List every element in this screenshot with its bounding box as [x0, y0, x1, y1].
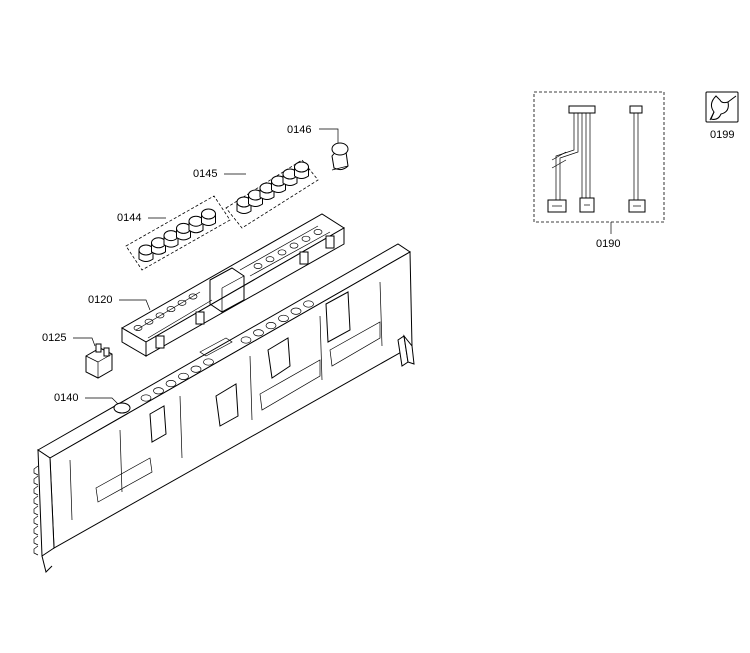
- label-0190: 0190: [596, 222, 620, 250]
- label-0146: 0146: [287, 124, 339, 143]
- slot-0120: [155, 312, 165, 319]
- knob-0144: [188, 215, 204, 234]
- button-hole-0140: [178, 372, 189, 380]
- button-hole-0140: [290, 307, 302, 315]
- label-0145-text: 0145: [193, 168, 217, 180]
- knob-0145: [282, 168, 298, 186]
- knob-0145: [248, 189, 263, 207]
- slot-0120: [144, 318, 154, 325]
- edge-tooth-0140: [33, 495, 39, 506]
- slot-0120: [133, 325, 143, 331]
- button-hole-0140: [203, 358, 214, 366]
- knob-0144: [176, 222, 191, 241]
- button-hole-0140: [265, 322, 277, 330]
- slot-0120: [277, 249, 287, 256]
- label-0144-text: 0144: [117, 212, 141, 224]
- label-0146-text: 0146: [287, 124, 311, 136]
- knob-0144: [138, 244, 154, 262]
- label-0144: 0144: [117, 212, 166, 224]
- wrench-icon: [709, 95, 737, 121]
- knob-0145: [294, 161, 309, 179]
- part-0190-wiring-harness[interactable]: [533, 91, 665, 223]
- slot-0120: [188, 293, 198, 300]
- part-0146-knob[interactable]: [331, 142, 349, 171]
- edge-tooth-0140: [33, 515, 39, 526]
- button-hole-0140: [278, 314, 289, 322]
- slot-0120: [289, 242, 299, 249]
- slot-0120: [166, 306, 176, 313]
- edge-tooth-0140: [33, 535, 39, 546]
- part-0199-service-icon[interactable]: 0199: [705, 91, 739, 141]
- edge-tooth-0140: [33, 545, 39, 556]
- edge-tooth-0140: [33, 465, 39, 476]
- button-hole-0140: [140, 394, 152, 402]
- label-0120: 0120: [88, 294, 151, 311]
- button-hole-0140: [165, 380, 177, 388]
- button-hole-0140: [190, 365, 202, 373]
- slot-0120: [177, 299, 187, 306]
- edge-tooth-0140: [33, 505, 39, 516]
- part-0125-clip[interactable]: [85, 343, 113, 379]
- button-hole-0140: [303, 300, 314, 308]
- knob-0144: [163, 230, 179, 248]
- label-0120-text: 0120: [88, 294, 112, 306]
- label-0145: 0145: [193, 168, 246, 180]
- part-0145-button-strip[interactable]: [225, 159, 319, 229]
- label-0140-text: 0140: [54, 392, 78, 404]
- knob-0145: [236, 196, 252, 214]
- button-hole-0140: [240, 336, 252, 344]
- knob-0144: [151, 237, 166, 255]
- label-0125: 0125: [42, 332, 96, 347]
- label-0199-text: 0199: [710, 129, 734, 141]
- edge-tooth-0140: [33, 525, 39, 536]
- label-0140: 0140: [54, 392, 119, 405]
- knob-0145: [259, 182, 275, 200]
- label-0190-text: 0190: [596, 238, 620, 250]
- slot-0120: [301, 235, 311, 242]
- part-0140-control-panel[interactable]: [33, 243, 415, 573]
- edge-tooth-0140: [33, 485, 39, 496]
- knob-0144: [201, 208, 216, 226]
- label-0125-text: 0125: [42, 332, 66, 344]
- slot-0120: [253, 263, 263, 269]
- slot-0120: [265, 256, 275, 263]
- part-0144-button-strip[interactable]: [125, 195, 231, 271]
- button-hole-0140: [153, 387, 164, 395]
- button-hole-0140: [253, 329, 264, 337]
- edge-tooth-0140: [33, 475, 39, 486]
- part-0120-control-module[interactable]: [120, 213, 345, 357]
- slot-0120: [313, 229, 323, 235]
